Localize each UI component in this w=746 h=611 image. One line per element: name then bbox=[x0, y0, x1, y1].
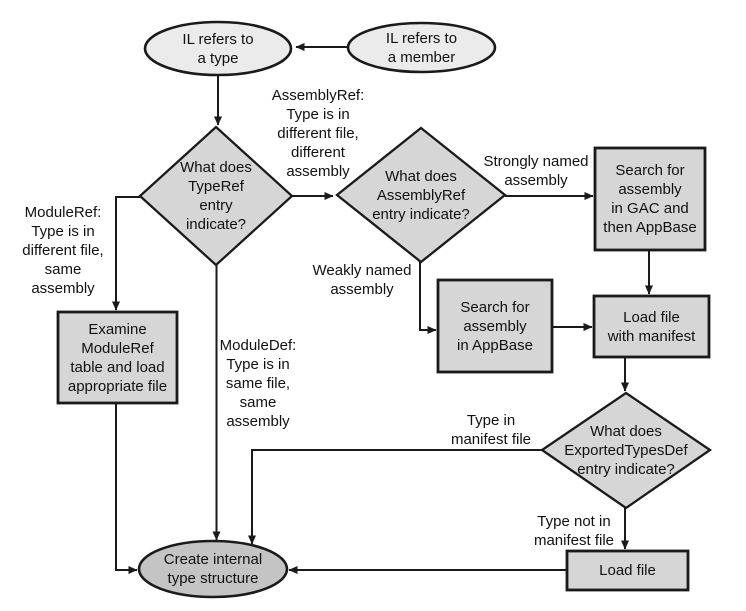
process-load-file-shape bbox=[565, 549, 690, 592]
process-load-file-label: Load file bbox=[599, 562, 656, 579]
node-il-refers-type-label: IL refers to a type bbox=[182, 30, 254, 67]
edge-examine-to-create-internal bbox=[115, 403, 138, 574]
process-examine-moduleref-shape bbox=[56, 310, 179, 405]
edge-exportedtypesdef-to-create-internal bbox=[248, 449, 542, 545]
shapes bbox=[56, 20, 713, 599]
decision-assemblyref-label: What does AssemblyRef entry indicate? bbox=[372, 167, 470, 223]
edge-typeref-to-examine bbox=[112, 196, 140, 311]
node-il-refers-member-shape bbox=[346, 21, 497, 74]
node-il-refers-member-label: IL refers to a member bbox=[385, 29, 458, 66]
edge-label-type-not-in-manifest: Type not in manifest file bbox=[533, 513, 615, 549]
node-create-internal-label: Create internal type structure bbox=[163, 551, 263, 587]
edge-label-moduleref-case: ModuleRef: Type is in different file, sa… bbox=[22, 204, 104, 297]
process-search-gac-label: Search for assembly in GAC and then AppB… bbox=[603, 162, 697, 236]
edge-label-type-in-manifest: Type in manifest file bbox=[450, 412, 532, 448]
edge-label-weakly-named: Weakly named assembly bbox=[312, 262, 412, 298]
edge-label-moduledef-case: ModuleDef: Type is in same file, same as… bbox=[219, 337, 297, 430]
edges bbox=[112, 43, 653, 574]
node-create-internal-shape bbox=[137, 539, 289, 599]
edge-assemblyref-to-search-appbase bbox=[419, 262, 437, 334]
process-load-manifest-shape bbox=[592, 294, 711, 359]
decision-exportedtypesdef-shape bbox=[539, 391, 713, 510]
edge-label-strongly-named: Strongly named assembly bbox=[483, 153, 589, 189]
process-search-appbase-label: Search for assembly in AppBase bbox=[457, 298, 533, 354]
process-load-manifest-label: Load file with manifest bbox=[607, 308, 696, 345]
process-search-appbase-shape bbox=[436, 278, 554, 374]
node-il-refers-type-shape bbox=[143, 20, 293, 77]
decision-typeref-label: What does TypeRef entry indicate? bbox=[180, 159, 252, 233]
decision-assemblyref-shape bbox=[335, 126, 507, 264]
decision-typeref-shape bbox=[138, 125, 294, 267]
process-examine-moduleref-label: Examine ModuleRef table and load appropr… bbox=[67, 320, 168, 395]
decision-exportedtypesdef-label: What does ExportedTypesDef entry indicat… bbox=[564, 423, 688, 478]
process-search-gac-shape bbox=[593, 146, 707, 252]
edge-label-assemblyref-case: AssemblyRef: Type is in different file, … bbox=[271, 87, 365, 180]
